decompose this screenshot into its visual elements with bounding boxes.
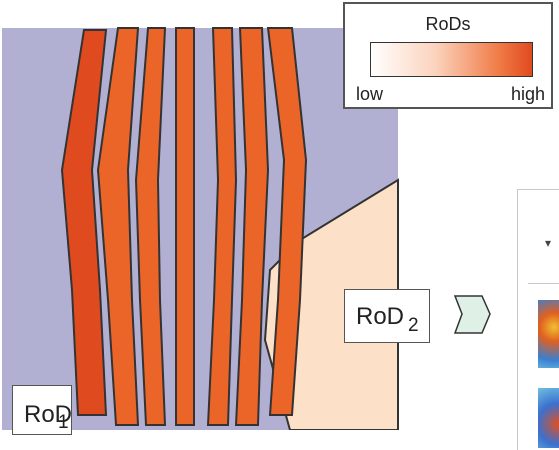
- legend-low-label: low: [356, 84, 384, 104]
- legend-title: RoDs: [425, 14, 471, 34]
- rod-diagram: [2, 27, 491, 430]
- rod1-label-subscript: 1: [58, 412, 69, 433]
- rod-stripe: [234, 27, 270, 426]
- rod-stripe: [134, 27, 167, 426]
- rod-stripe: [175, 27, 195, 426]
- rod-stripe: [266, 27, 308, 416]
- rod-stripe: [96, 27, 140, 426]
- heatmap-thumbnail[interactable]: [538, 388, 559, 448]
- rod1-stripe: [60, 29, 108, 416]
- caret-down-icon[interactable]: ▾: [545, 236, 552, 250]
- legend-high-label: high: [510, 84, 545, 104]
- legend: RoDs low high: [343, 2, 553, 109]
- rod2-label: RoD 2: [344, 289, 430, 343]
- rod2-label-subscript: 2: [408, 315, 419, 336]
- color-scale-bar: [370, 42, 533, 77]
- side-panel: ▾: [517, 189, 559, 450]
- rod1-label: RoD 1: [12, 385, 72, 435]
- chevron-right-icon: [453, 295, 491, 334]
- rod1-label-text: RoD: [24, 401, 73, 428]
- rod2-label-text: RoD: [356, 303, 405, 330]
- rod-stripe: [206, 27, 238, 426]
- divider: [528, 283, 559, 284]
- heatmap-thumbnail[interactable]: [538, 300, 559, 368]
